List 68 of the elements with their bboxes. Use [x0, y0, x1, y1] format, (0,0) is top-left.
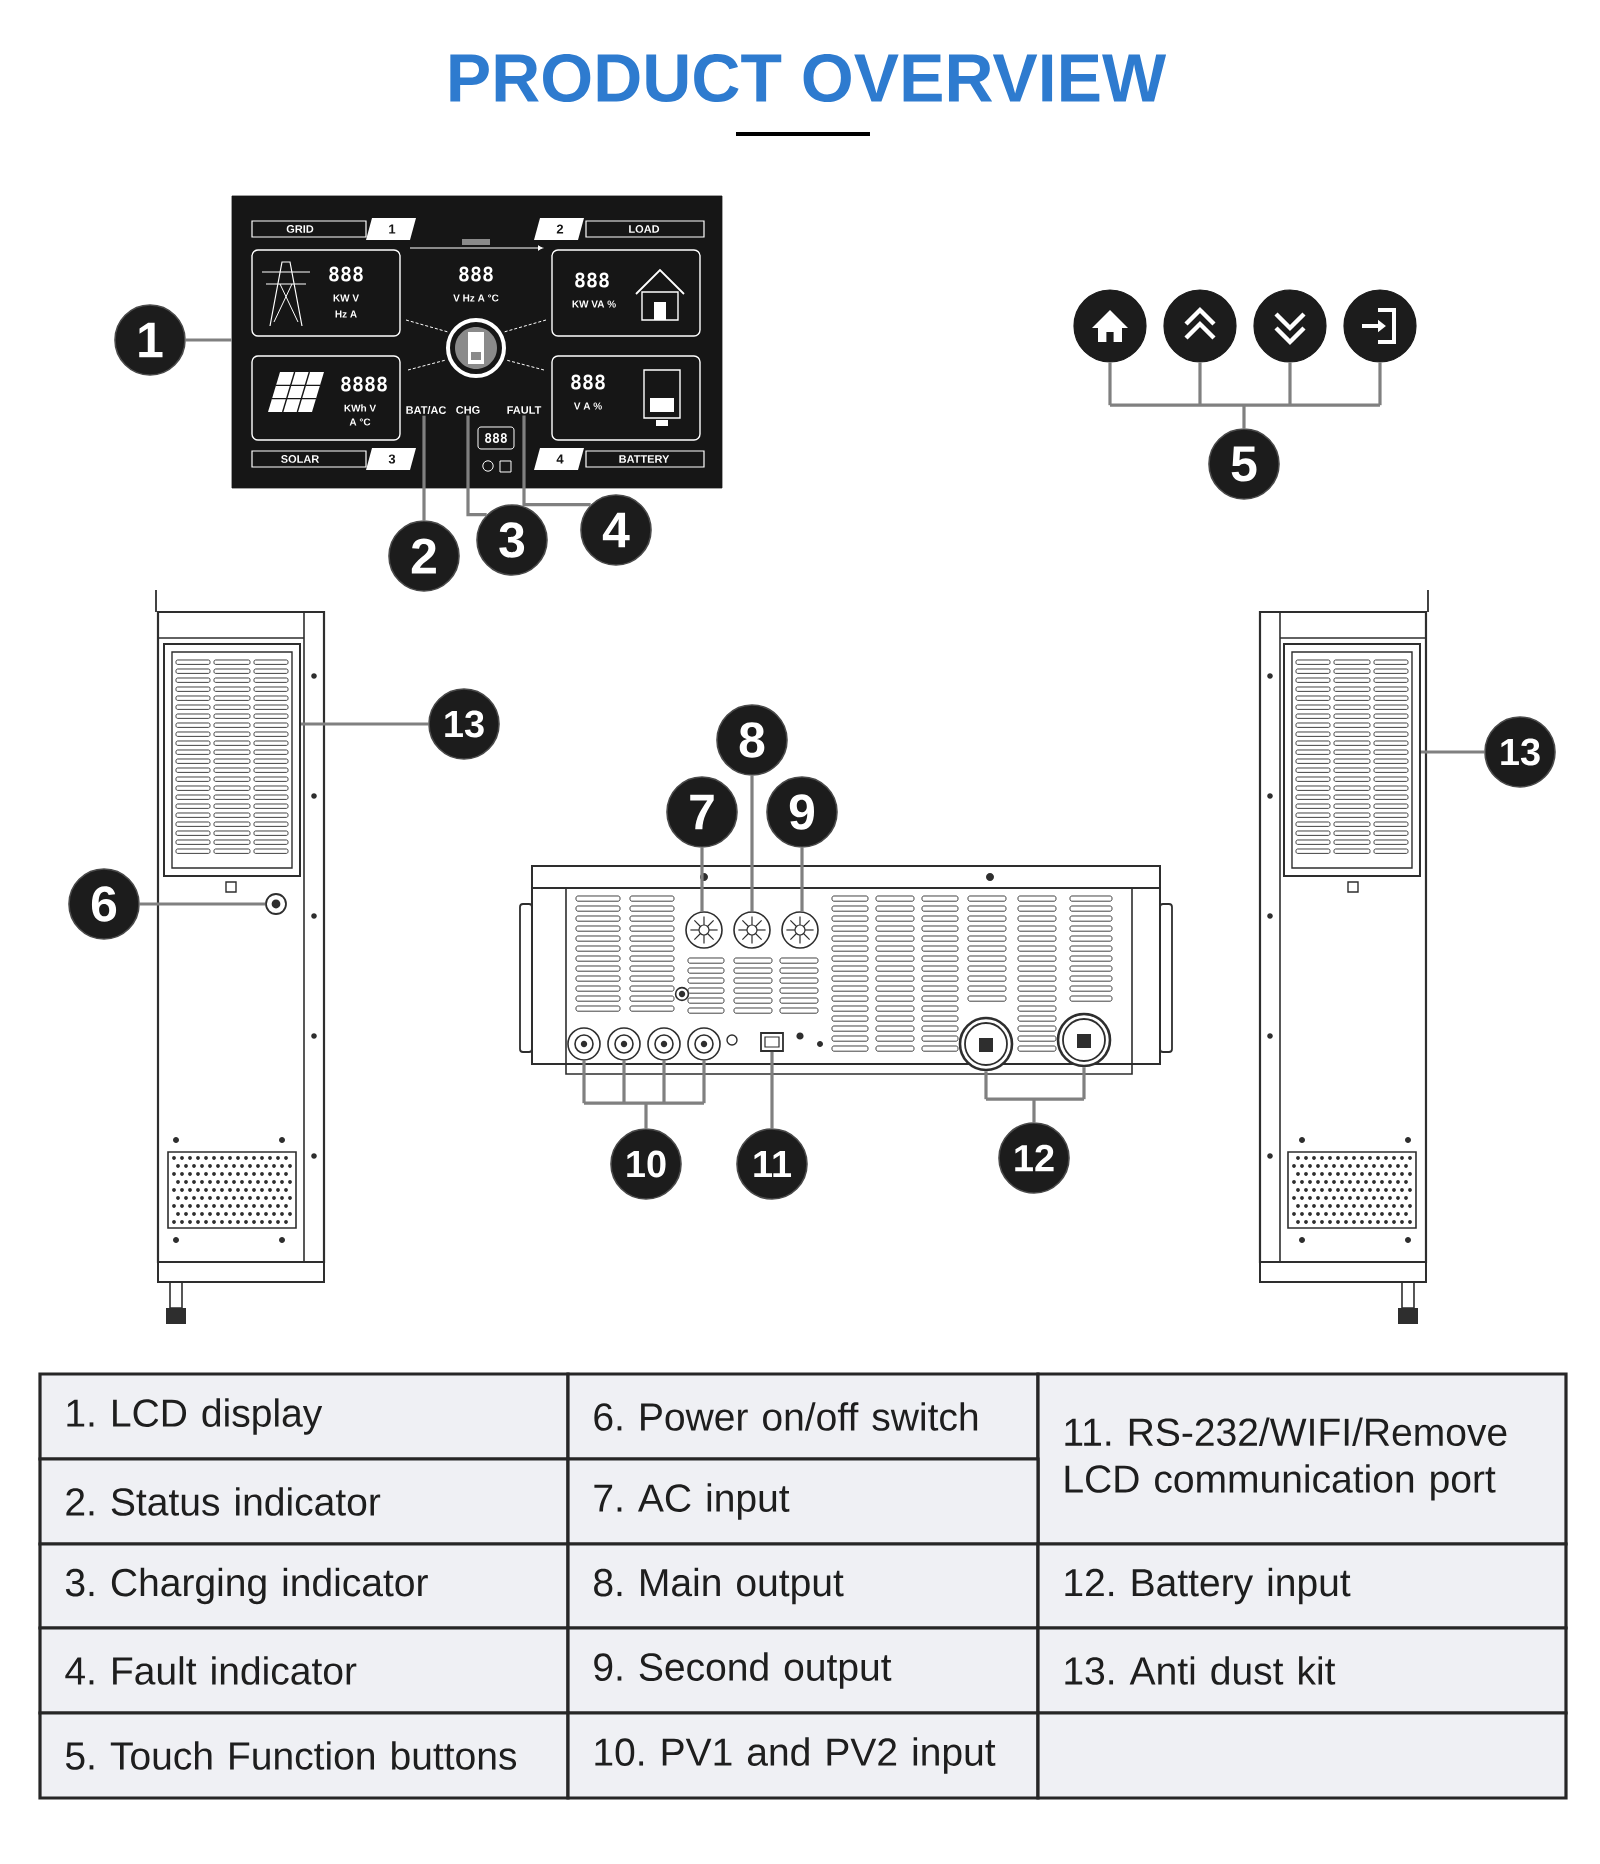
segment-digits: 888: [571, 374, 605, 390]
terminal: [733, 911, 771, 949]
leader-line: [522, 415, 591, 507]
callout-number: 4: [580, 494, 652, 566]
table-cell: 13. Anti dust kit: [1036, 1626, 1568, 1715]
vent-grille: [1283, 643, 1421, 877]
callout-number: 6: [68, 868, 140, 940]
callout-number: 13: [1484, 716, 1556, 788]
leader-line: [1378, 362, 1382, 406]
leader-line: [582, 1060, 586, 1104]
terminal: [607, 1027, 641, 1061]
leader-line: [622, 1060, 626, 1104]
callout-number: 12: [998, 1122, 1070, 1194]
leader-line: [139, 902, 266, 906]
leader-line: [702, 1060, 706, 1104]
leader-line: [1108, 403, 1382, 430]
leader-line: [1082, 1067, 1086, 1100]
callout-number: 1: [114, 304, 186, 376]
table-cell: 7. AC input: [566, 1457, 1040, 1546]
terminal: [687, 1027, 721, 1061]
table-cell: 6. Power on/off switch: [566, 1372, 1040, 1461]
leader-line: [1421, 750, 1485, 754]
terminal: [958, 1016, 1014, 1072]
leader-line: [984, 1071, 988, 1100]
callout-number: 9: [766, 776, 838, 848]
table-cell: 10. PV1 and PV2 input: [566, 1711, 1040, 1800]
table-cell: 5. Touch Function buttons: [38, 1711, 570, 1800]
segment-digits: 888: [329, 266, 363, 282]
leader-line: [662, 1060, 666, 1104]
callout-number: 3: [476, 504, 548, 576]
callout-number: 10: [610, 1128, 682, 1200]
table-cell: 2. Status indicator: [38, 1457, 570, 1546]
terminal: [685, 911, 723, 949]
leader-line: [770, 1051, 774, 1129]
table-cell: 3. Charging indicator: [38, 1542, 570, 1630]
callout-number: 2: [388, 520, 460, 592]
port: [760, 1032, 784, 1052]
leader-line: [422, 415, 426, 521]
callout-number: 8: [716, 704, 788, 776]
leader-line: [800, 847, 804, 912]
leader-line: [466, 415, 487, 517]
callout-number: 7: [666, 776, 738, 848]
callout-number: 13: [428, 688, 500, 760]
leader-line: [700, 847, 704, 912]
leader-line: [582, 1101, 706, 1130]
table-cell: 9. Second output: [566, 1626, 1040, 1715]
table-cell: 4. Fault indicator: [38, 1626, 570, 1715]
table-cell: 1. LCD display: [38, 1372, 570, 1461]
terminal: [567, 1027, 601, 1061]
table-cell: 8. Main output: [566, 1542, 1040, 1630]
callout-number: 5: [1208, 428, 1280, 500]
vent-grille: [163, 643, 301, 877]
segment-digits: 8888: [341, 376, 387, 392]
terminal: [647, 1027, 681, 1061]
table-cell: 12. Battery input: [1036, 1542, 1568, 1630]
leader-line: [984, 1097, 1086, 1124]
terminal: [1056, 1012, 1112, 1068]
leader-line: [1108, 362, 1112, 406]
segment-digits: 888: [575, 272, 609, 288]
leader-line: [185, 338, 232, 342]
title: PRODUCT OVERVIEW: [450, 53, 1167, 103]
leader-line: [750, 775, 754, 912]
leader-line: [1198, 362, 1202, 406]
leader-line: [1288, 362, 1292, 406]
segment-digits: 888: [459, 266, 493, 282]
terminal: [781, 911, 819, 949]
leader-line: [301, 722, 429, 726]
callout-number: 11: [736, 1128, 808, 1200]
